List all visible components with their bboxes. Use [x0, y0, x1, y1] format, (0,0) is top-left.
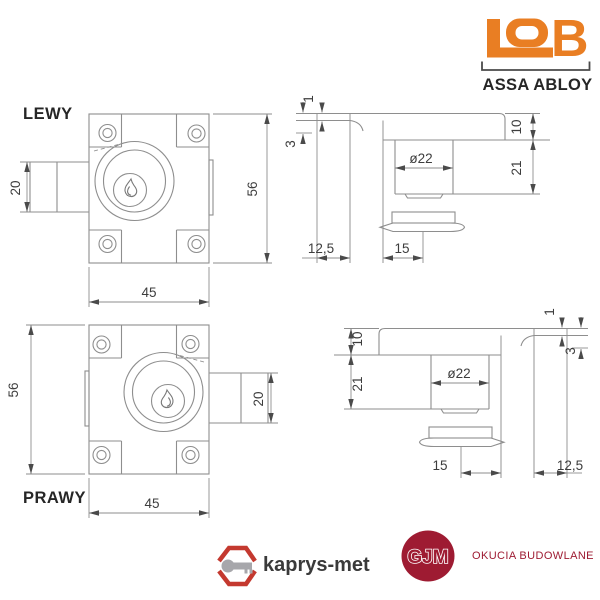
assa-abloy-bracket — [481, 61, 591, 71]
gjm-logo: GJM OKUCIA BUDOWLANE — [401, 530, 594, 582]
dim-label-prawy-bolt-20: 20 — [251, 391, 266, 406]
gjm-wordmark: GJM — [407, 547, 448, 568]
dim-label-prawy-cylinder-o22: ø22 — [447, 366, 470, 381]
view-label-lewy: LEWY — [23, 105, 73, 123]
dim-label-prawy-height-56: 56 — [6, 382, 21, 397]
lewy-front-view: LEWY 20 56 45 — [8, 105, 272, 307]
prawy-side-view: 1 3 ø22 10 21 15 12,5 — [334, 308, 588, 478]
dim-label-lewy-height-56: 56 — [245, 181, 260, 196]
key-icon — [221, 559, 253, 574]
lob-letter-o — [506, 18, 548, 47]
lewy-side-view: 1 3 ø22 10 21 12,5 15 — [283, 95, 550, 263]
dim-label-lewy-throw-12-5: 12,5 — [308, 241, 334, 256]
dim-label-prawy-top-10: 10 — [350, 331, 365, 346]
dim-label-prawy-depth-21: 21 — [350, 376, 365, 391]
view-label-prawy: PRAWY — [23, 489, 86, 507]
kaprys-met-icon — [217, 545, 257, 587]
gjm-tagline: OKUCIA BUDOWLANE — [472, 550, 594, 562]
lob-logo: B ASSA ABLOY — [481, 10, 593, 94]
dim-label-lewy-bolt-20: 20 — [8, 180, 23, 195]
dim-label-lewy-backset-15: 15 — [394, 241, 409, 256]
dim-label-lewy-cylinder-o22: ø22 — [409, 151, 432, 166]
dim-label-prawy-offset-1: 1 — [542, 308, 557, 316]
prawy-front-view: PRAWY 20 56 45 — [6, 325, 278, 518]
dim-label-prawy-width-45: 45 — [144, 496, 159, 511]
lob-letter-b: B — [551, 10, 589, 68]
dim-label-prawy-throw-12-5: 12,5 — [557, 458, 583, 473]
dim-label-prawy-backset-15: 15 — [432, 458, 447, 473]
dim-label-lewy-thickness-3: 3 — [283, 140, 298, 148]
kaprys-met-logo: kaprys-met — [217, 545, 370, 587]
assa-abloy-wordmark: ASSA ABLOY — [483, 76, 593, 94]
dim-label-prawy-thickness-3: 3 — [563, 347, 578, 355]
dim-label-lewy-depth-21: 21 — [509, 160, 524, 175]
dim-label-lewy-width-45: 45 — [141, 285, 156, 300]
kaprys-met-wordmark: kaprys-met — [263, 554, 370, 576]
dim-label-lewy-offset-1: 1 — [301, 95, 316, 103]
dim-label-lewy-top-10: 10 — [509, 119, 524, 134]
gjm-badge — [401, 530, 455, 582]
lob-letter-l-foot — [487, 47, 553, 58]
